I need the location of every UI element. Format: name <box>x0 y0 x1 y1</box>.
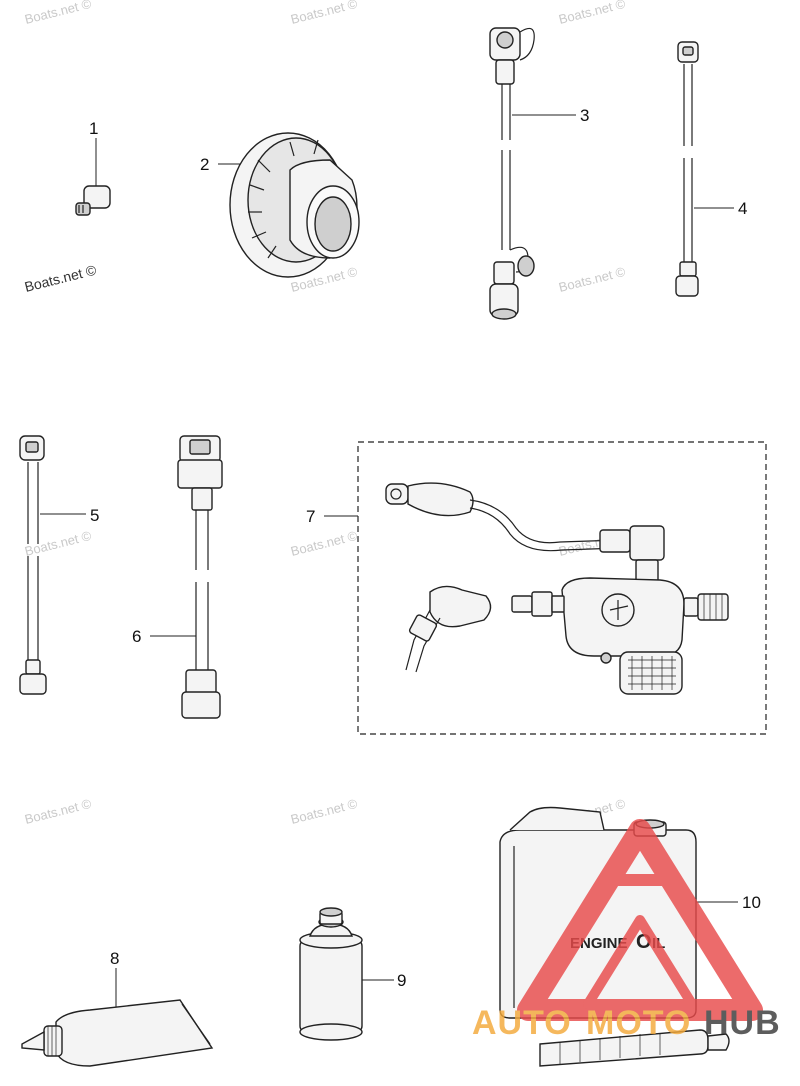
callout-5: 5 <box>90 506 99 525</box>
callout-9: 9 <box>397 971 406 990</box>
part-4-lead-wire: 4 <box>675 41 747 297</box>
watermark: Boats.net © <box>289 796 359 827</box>
logo-text-moto: MOTO <box>586 1004 691 1042</box>
automotohub-logo: AUTO MOTO HUB <box>472 819 781 1042</box>
part-7-fuel-kit: 7 <box>306 441 767 735</box>
part-1-fitting: 1 <box>75 119 111 216</box>
callout-10: 10 <box>742 893 761 912</box>
watermark: Boats.net © <box>289 528 359 559</box>
watermark-copyright: Boats.net © <box>23 261 99 294</box>
callout-8: 8 <box>110 949 119 968</box>
watermark: Boats.net © <box>23 528 93 559</box>
part-2-housing: 2 <box>200 132 360 278</box>
callout-4: 4 <box>738 199 747 218</box>
watermarks: Boats.net © Boats.net © Boats.net © Boat… <box>23 0 627 827</box>
part-6-connector-harness: 6 <box>132 435 223 719</box>
callout-2: 2 <box>200 155 209 174</box>
watermark: Boats.net © <box>23 0 93 27</box>
logo-text-hub: HUB <box>704 1004 781 1042</box>
watermark: Boats.net © <box>557 0 627 27</box>
callout-6: 6 <box>132 627 141 646</box>
part-9-can: 9 <box>299 907 406 1041</box>
watermark: Boats.net © <box>557 264 627 295</box>
watermark: Boats.net © <box>289 0 359 27</box>
callout-7: 7 <box>306 507 315 526</box>
part-5-lead-wire: 5 <box>19 435 99 695</box>
part-3-harness: 3 <box>489 27 589 320</box>
callout-3: 3 <box>580 106 589 125</box>
callout-1: 1 <box>89 119 98 138</box>
logo-text-auto: AUTO <box>472 1004 572 1042</box>
watermark: Boats.net © <box>23 796 93 827</box>
part-8-tube: 8 <box>21 949 214 1067</box>
